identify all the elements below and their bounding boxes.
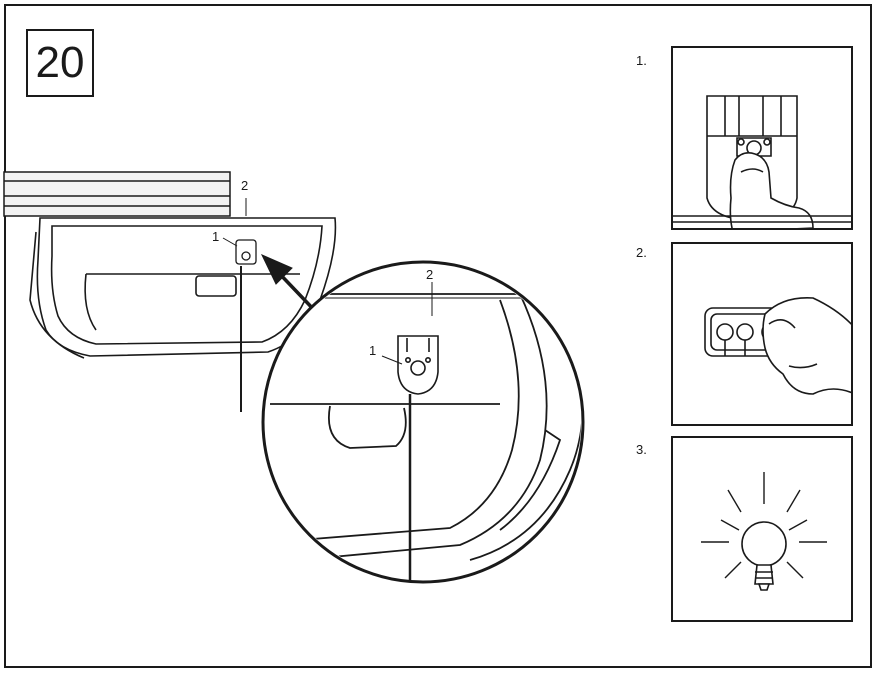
panel-1-number: 1.: [636, 53, 647, 68]
learn-button-detail: [397, 335, 439, 395]
panel-2: [671, 242, 853, 426]
remote-illustration: [704, 297, 851, 395]
callout-1-detail: 1: [369, 343, 377, 358]
panel-3-number: 3.: [636, 442, 647, 457]
callout-1-main: 1: [212, 229, 220, 244]
detail-magnifier: [261, 260, 585, 584]
learn-button-small: [235, 239, 257, 265]
opener-housing: [29, 217, 337, 359]
press-button-illustration: [673, 95, 851, 228]
panel-1: [671, 46, 853, 230]
callout-2-main: 2: [241, 178, 249, 193]
panel-3: [671, 436, 853, 622]
page-frame: [4, 4, 872, 668]
rail: [3, 171, 231, 217]
callout-2-detail: 2: [426, 267, 434, 282]
panel-2-number: 2.: [636, 245, 647, 260]
light-bulb-icon: [701, 472, 827, 591]
step-number: 20: [26, 29, 94, 97]
